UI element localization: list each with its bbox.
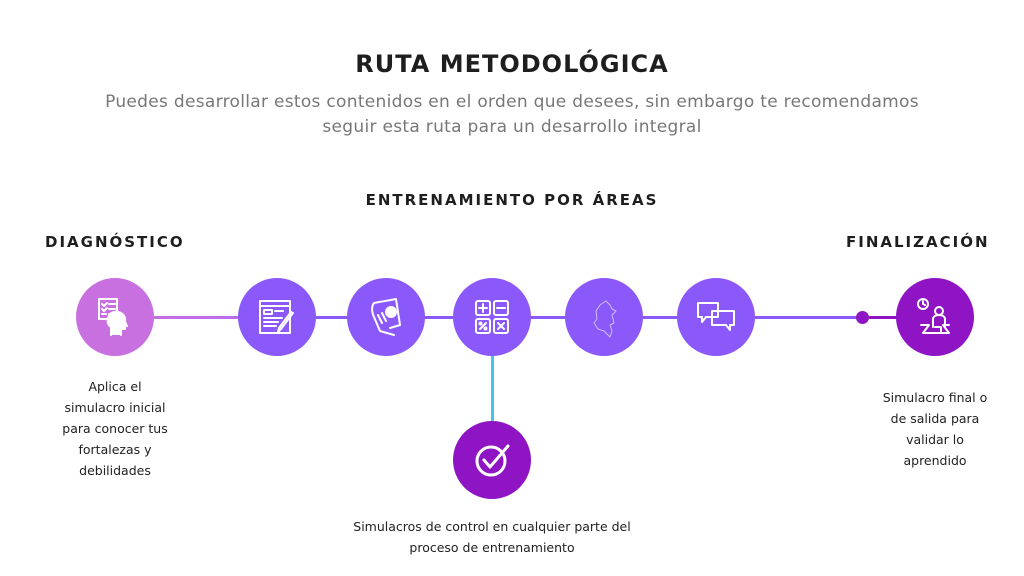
chat-bubbles-icon: [697, 302, 735, 331]
final-step: [896, 278, 974, 356]
checklist-head-icon: [98, 298, 128, 336]
area-step-social[interactable]: [565, 278, 643, 356]
area-step-writing[interactable]: [238, 278, 316, 356]
colombia-map-icon: [593, 300, 617, 338]
page-subtitle: Puedes desarrollar estos contenidos en e…: [60, 90, 964, 140]
training-heading: ENTRENAMIENTO POR ÁREAS: [365, 191, 659, 209]
subtitle-line: seguir esta ruta para un desarrollo inte…: [322, 117, 702, 137]
check-icon: [475, 444, 510, 477]
timed-exam-icon: [917, 298, 950, 334]
control-description: Simulacros de control en cualquier parte…: [330, 516, 654, 558]
path-dot: [856, 311, 869, 324]
desc-line: para conocer tus: [62, 421, 168, 436]
desc-line: Aplica el: [88, 379, 142, 394]
subtitle-line: Puedes desarrollar estos contenidos en e…: [105, 92, 919, 112]
desc-line: validar lo: [906, 432, 964, 447]
desc-line: Simulacro final o: [882, 390, 988, 405]
branch-line: [491, 350, 494, 430]
desc-line: proceso de entrenamiento: [409, 540, 575, 555]
desc-line: fortalezas y: [78, 442, 152, 457]
area-step-math[interactable]: [453, 278, 531, 356]
reading-book-icon: [371, 298, 401, 336]
desc-line: de salida para: [890, 411, 980, 426]
area-step-english[interactable]: [677, 278, 755, 356]
final-heading: FINALIZACIÓN: [846, 233, 990, 251]
final-description: Simulacro final o de salida para validar…: [860, 387, 1010, 471]
diagnostic-heading: DIAGNÓSTICO: [45, 233, 185, 251]
control-step: [453, 421, 531, 499]
writing-document-icon: [259, 300, 294, 334]
connector-line: [115, 316, 285, 319]
math-operations-icon: [475, 300, 509, 334]
diagnostic-step: [76, 278, 154, 356]
page-title: RUTA METODOLÓGICA: [355, 50, 669, 78]
desc-line: debilidades: [79, 463, 151, 478]
desc-line: aprendido: [903, 453, 967, 468]
diagnostic-description: Aplica el simulacro inicial para conocer…: [40, 376, 190, 481]
area-step-reading[interactable]: [347, 278, 425, 356]
desc-line: Simulacros de control en cualquier parte…: [353, 519, 631, 534]
desc-line: simulacro inicial: [64, 400, 166, 415]
